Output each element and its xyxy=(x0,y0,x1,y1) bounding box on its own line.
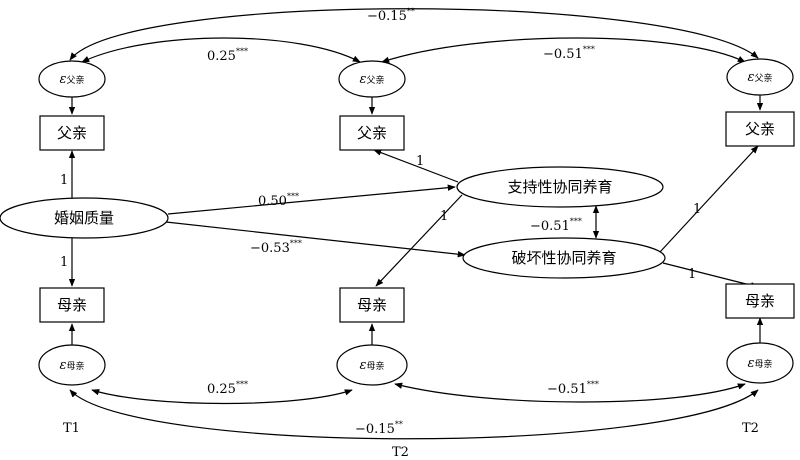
arrow-undermine-mother xyxy=(662,262,759,289)
coef-top-left: 0.25*** xyxy=(207,47,248,64)
error-father-right: ε父亲 xyxy=(726,58,794,96)
arrow-undermine-father xyxy=(659,145,759,253)
coef-bottom-right: −0.51*** xyxy=(547,380,599,397)
svg-text:ε父亲: ε父亲 xyxy=(60,72,85,87)
error-mother-mid: ε母亲 xyxy=(336,344,408,386)
error-father-mid: ε父亲 xyxy=(338,60,406,98)
svg-text:ε父亲: ε父亲 xyxy=(360,72,385,87)
coef-one-undermine-mother: 1 xyxy=(688,267,696,282)
error-mother-t1: ε母亲 xyxy=(38,344,106,386)
coef-mq-support: 0.50*** xyxy=(258,192,299,209)
svg-text:母亲: 母亲 xyxy=(745,292,775,310)
coef-one-support-mother: 1 xyxy=(440,209,448,224)
latent-marital-quality: 婚姻质量 xyxy=(0,197,169,239)
svg-text:父亲: 父亲 xyxy=(357,124,387,142)
cov-arc-top-outer xyxy=(69,8,759,61)
coef-top-outer: −0.15** xyxy=(367,7,415,24)
latent-undermining-coparenting: 破坏性协同养育 xyxy=(462,237,666,279)
arrow-mq-support xyxy=(167,184,456,215)
period-label-t2-mid: T2 xyxy=(392,445,409,460)
error-mother-right: ε母亲 xyxy=(726,342,794,384)
error-father-t1: ε父亲 xyxy=(38,60,106,98)
cov-arc-bottom-outer xyxy=(69,389,759,440)
coef-mq-undermine: −0.53*** xyxy=(250,239,302,256)
coef-top-right: −0.51*** xyxy=(543,45,595,62)
svg-text:ε母亲: ε母亲 xyxy=(748,356,773,371)
svg-text:母亲: 母亲 xyxy=(357,296,387,314)
svg-text:支持性协同养育: 支持性协同养育 xyxy=(507,178,612,196)
arrow-support-father xyxy=(373,149,459,183)
latent-supportive-coparenting: 支持性协同养育 xyxy=(456,166,664,208)
cov-arc-top-left xyxy=(81,37,361,63)
box-father-right: 父亲 xyxy=(725,111,795,147)
svg-text:ε母亲: ε母亲 xyxy=(60,358,85,373)
period-label-t1: T1 xyxy=(63,421,80,436)
arrow-mq-undermine xyxy=(165,221,466,258)
period-label-t2-right: T2 xyxy=(742,421,759,436)
svg-text:ε父亲: ε父亲 xyxy=(748,70,773,85)
box-mother-t1: 母亲 xyxy=(39,287,105,323)
box-mother-right: 母亲 xyxy=(725,283,795,319)
svg-text:破坏性协同养育: 破坏性协同养育 xyxy=(511,249,616,267)
svg-text:母亲: 母亲 xyxy=(57,296,87,314)
coef-one-undermine-father: 1 xyxy=(693,202,701,217)
coef-one-mq-mother: 1 xyxy=(60,255,68,270)
svg-text:父亲: 父亲 xyxy=(745,120,775,138)
cov-arc-top-right xyxy=(381,37,746,63)
svg-text:婚姻质量: 婚姻质量 xyxy=(54,209,114,227)
box-mother-mid: 母亲 xyxy=(339,287,405,323)
box-father-t1: 父亲 xyxy=(39,115,105,151)
coef-one-support-father: 1 xyxy=(416,154,424,169)
coef-bottom-left: 0.25*** xyxy=(207,380,248,397)
svg-text:ε母亲: ε母亲 xyxy=(360,358,385,373)
coef-bottom-outer: −0.15** xyxy=(355,420,403,437)
coef-one-mq-father: 1 xyxy=(60,173,68,188)
svg-text:父亲: 父亲 xyxy=(57,124,87,142)
coef-support-undermine: −0.51*** xyxy=(530,217,582,234)
arrow-support-mother xyxy=(375,194,463,287)
box-father-mid: 父亲 xyxy=(339,115,405,151)
